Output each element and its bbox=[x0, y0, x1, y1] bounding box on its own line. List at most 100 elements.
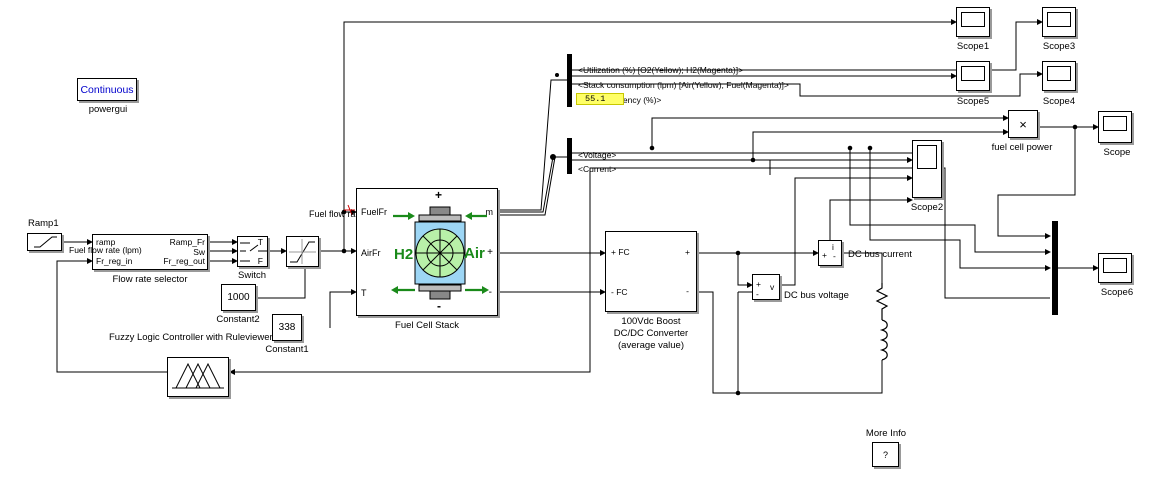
fuel-cell-stack-block[interactable]: FuelFr AirFr T m + - + - H2 Air bbox=[356, 188, 498, 316]
scope2-block[interactable] bbox=[912, 140, 942, 198]
dcdc-converter-block[interactable]: + FC - FC + - bbox=[605, 231, 697, 312]
vm-port-v: v bbox=[770, 282, 775, 292]
switch-port-t: T bbox=[257, 237, 263, 247]
switch-icon bbox=[240, 242, 267, 262]
scope-screen-icon bbox=[1103, 258, 1127, 273]
dcdc-port-out-minus: - bbox=[686, 286, 689, 296]
fcs-bottom-sign: - bbox=[437, 299, 441, 313]
scope1-caption: Scope1 bbox=[956, 41, 990, 52]
powergui-block[interactable]: Continuous bbox=[77, 78, 137, 101]
fuzzy-controller-block[interactable] bbox=[167, 357, 229, 397]
fuel-cell-stack-caption: Fuel Cell Stack bbox=[395, 320, 459, 331]
constant2-value: 1000 bbox=[227, 292, 250, 303]
scope-screen-icon bbox=[1047, 12, 1071, 27]
current-measurement-caption: DC bus current bbox=[848, 249, 912, 260]
air-label: Air bbox=[464, 245, 485, 262]
mux-bar[interactable] bbox=[1052, 221, 1058, 315]
constant2-block[interactable]: 1000 bbox=[221, 284, 256, 311]
switch-caption: Switch bbox=[238, 270, 266, 281]
ramp1-caption: Ramp1 bbox=[28, 218, 59, 229]
fuel-flow-rate-label: Fuel flow rate (lpm) bbox=[309, 209, 387, 219]
port-fuel-flow-rate: Fuel flow rate (lpm) bbox=[69, 245, 142, 255]
fcs-port-t: T bbox=[361, 288, 367, 298]
product-caption: fuel cell power bbox=[991, 142, 1053, 153]
flow-rate-selector-caption: Flow rate selector bbox=[112, 274, 188, 285]
h2-label: H2 bbox=[394, 246, 414, 263]
constant1-block[interactable]: 338 bbox=[272, 314, 302, 341]
cm-port-i: i bbox=[832, 242, 834, 252]
efficiency-value: 55.1 bbox=[585, 94, 606, 104]
switch-block[interactable]: T F bbox=[237, 236, 268, 267]
fuzzy-caption: Fuzzy Logic Controller with Ruleviewer bbox=[109, 332, 273, 343]
vm-port-minus: - bbox=[756, 289, 759, 299]
fcs-port-airfr: AirFr bbox=[361, 248, 381, 258]
product-block[interactable]: × bbox=[1008, 110, 1038, 138]
fuzzy-membership-icon bbox=[172, 362, 224, 389]
scope5-caption: Scope5 bbox=[956, 96, 990, 107]
saturation-block[interactable] bbox=[286, 236, 319, 267]
cm-port-plus: + bbox=[822, 250, 827, 260]
dcdc-port-fc-plus: + FC bbox=[611, 247, 630, 257]
scope1-block[interactable] bbox=[956, 7, 990, 37]
ramp1-block[interactable] bbox=[27, 233, 62, 251]
constant2-caption: Constant2 bbox=[216, 314, 260, 325]
bus-item-efficiency: iency (%)> bbox=[621, 95, 662, 105]
scope-screen-icon bbox=[961, 66, 985, 81]
scope3-caption: Scope3 bbox=[1042, 41, 1076, 52]
flow-rate-selector-block[interactable]: ramp Fuel flow rate (lpm) Fr_reg_in Ramp… bbox=[69, 234, 208, 270]
bus-item-stack-consumption: <Stack consumption (lpm) [Air(Yellow); F… bbox=[578, 80, 789, 90]
fcs-top-sign: + bbox=[435, 188, 443, 202]
port-ramp-fr: Ramp_Fr bbox=[169, 237, 205, 247]
constant1-value: 338 bbox=[278, 322, 296, 333]
dcdc-port-out-plus: + bbox=[685, 247, 690, 257]
scope6-caption: Scope6 bbox=[1100, 287, 1134, 298]
port-sw: Sw bbox=[193, 247, 205, 257]
voltage-measurement-block[interactable]: + - v bbox=[752, 274, 780, 300]
bus-selector-2-bar[interactable] bbox=[567, 138, 572, 174]
bus-item-voltage: <Voltage> bbox=[578, 150, 617, 160]
bus-item-utilization: <Utilization (%) [O2(Yellow); H2(Magenta… bbox=[578, 65, 744, 75]
fcs-port-m: m bbox=[485, 207, 494, 217]
scope-caption: Scope bbox=[1103, 147, 1131, 158]
scope-screen-icon bbox=[1103, 116, 1127, 131]
powergui-caption: powergui bbox=[88, 104, 128, 115]
scope-screen-icon bbox=[1047, 66, 1071, 81]
scope-screen-icon bbox=[961, 12, 985, 27]
ramp-icon bbox=[34, 236, 57, 248]
bus-item-current: <Current> bbox=[578, 164, 617, 174]
multiply-icon: × bbox=[1019, 116, 1027, 132]
scope4-caption: Scope4 bbox=[1042, 96, 1076, 107]
vm-port-plus: + bbox=[756, 279, 761, 289]
scope3-block[interactable] bbox=[1042, 7, 1076, 37]
efficiency-display[interactable]: 55.1 bbox=[576, 93, 624, 105]
switch-port-f: F bbox=[257, 256, 263, 266]
port-fr-reg-out: Fr_reg_out bbox=[163, 256, 205, 266]
dcdc-caption-line2: DC/DC Converter bbox=[613, 328, 689, 339]
dcdc-port-fc-minus: - FC bbox=[611, 287, 628, 297]
cm-port-minus: - bbox=[833, 251, 836, 261]
port-fr-reg-in: Fr_reg_in bbox=[96, 256, 133, 266]
help-icon: ? bbox=[882, 449, 888, 460]
scope6-block[interactable] bbox=[1098, 253, 1132, 283]
bus-selector-1-bar[interactable] bbox=[567, 54, 572, 107]
dcdc-caption-line3: (average value) bbox=[617, 340, 685, 351]
current-measurement-block[interactable]: + i - bbox=[818, 240, 842, 266]
fcs-port-plus: + bbox=[487, 247, 493, 258]
more-info-button[interactable]: ? bbox=[872, 442, 899, 467]
port-ramp: ramp bbox=[96, 237, 116, 247]
more-info-caption: More Info bbox=[865, 428, 907, 439]
saturation-icon bbox=[289, 239, 316, 264]
voltage-measurement-caption: DC bus voltage bbox=[784, 290, 849, 301]
powergui-mode-label: Continuous bbox=[80, 83, 134, 96]
scope-screen-icon bbox=[917, 145, 937, 169]
scope5-block[interactable] bbox=[956, 61, 990, 91]
scope4-block[interactable] bbox=[1042, 61, 1076, 91]
scope-block[interactable] bbox=[1098, 111, 1132, 143]
fuel-cell-icon bbox=[391, 206, 489, 300]
fcs-port-fuelfr: FuelFr bbox=[361, 207, 388, 217]
fcs-port-minus: - bbox=[488, 287, 492, 298]
dcdc-caption-line1: 100Vdc Boost bbox=[621, 316, 681, 327]
constant1-caption: Constant1 bbox=[265, 344, 309, 355]
scope2-caption: Scope2 bbox=[910, 202, 944, 213]
